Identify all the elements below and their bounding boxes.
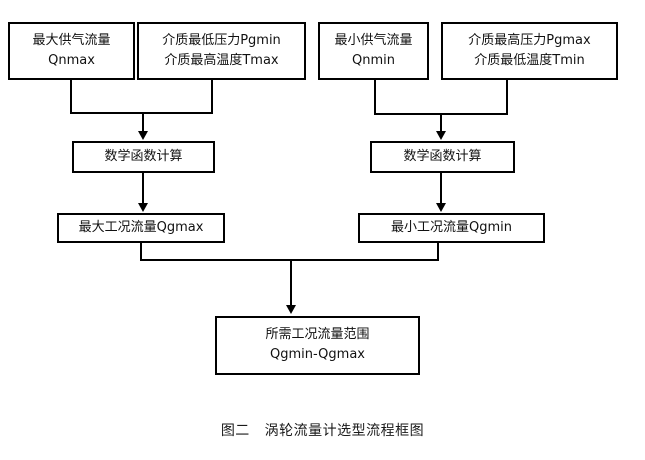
node-math-calc-right: 数学函数计算	[370, 141, 515, 173]
connector-left-merge-stem	[142, 112, 144, 133]
node-min-working-flow-line1: 最小工况流量Qgmin	[391, 219, 512, 235]
node-max-pressure-min-temp: 介质最高压力Pgmax 介质最低温度Tmin	[441, 22, 618, 80]
node-math-calc-left-line1: 数学函数计算	[104, 148, 183, 164]
connector-left-merge-bar	[70, 112, 213, 114]
node-max-pressure-min-temp-line2: 介质最低温度Tmin	[474, 52, 585, 68]
arrowhead-to-max-working-flow	[138, 203, 148, 212]
arrowhead-to-math-calc-right	[436, 131, 446, 140]
node-math-calc-right-line1: 数学函数计算	[403, 148, 482, 164]
node-min-pressure-max-temp-line1: 介质最低压力Pgmin	[162, 32, 281, 48]
node-min-supply-flow-line2: Qnmin	[352, 52, 395, 68]
node-min-pressure-max-temp: 介质最低压力Pgmin 介质最高温度Tmax	[137, 22, 306, 80]
node-max-supply-flow: 最大供气流量 Qnmax	[8, 22, 135, 80]
connector-bottom-branch-left	[140, 243, 142, 261]
node-max-supply-flow-line2: Qnmax	[48, 52, 95, 68]
node-required-flow-range: 所需工况流量范围 Qgmin-Qgmax	[215, 316, 420, 375]
node-max-working-flow: 最大工况流量Qgmax	[57, 213, 225, 243]
node-max-supply-flow-line1: 最大供气流量	[32, 32, 111, 48]
connector-bottom-merge-stem	[290, 259, 292, 307]
connector-right-branch-a	[374, 80, 376, 115]
node-required-flow-range-line1: 所需工况流量范围	[265, 327, 370, 343]
node-required-flow-range-line2: Qgmin-Qgmax	[270, 347, 365, 362]
node-max-working-flow-line1: 最大工况流量Qgmax	[78, 219, 204, 235]
node-max-pressure-min-temp-line1: 介质最高压力Pgmax	[468, 32, 591, 48]
connector-math-right-to-flow	[440, 173, 442, 204]
node-math-calc-left: 数学函数计算	[72, 141, 215, 173]
arrowhead-to-min-working-flow	[436, 203, 446, 212]
node-min-working-flow: 最小工况流量Qgmin	[358, 213, 545, 243]
figure-caption: 图二 涡轮流量计选型流程框图	[220, 423, 425, 439]
connector-left-branch-b	[211, 80, 213, 114]
connector-right-merge-stem	[440, 113, 442, 133]
arrowhead-to-required-flow-range	[286, 305, 296, 314]
connector-bottom-merge-bar	[140, 259, 439, 261]
arrowhead-to-math-calc-left	[138, 131, 148, 140]
connector-left-branch-a	[70, 80, 72, 114]
connector-math-left-to-flow	[142, 173, 144, 204]
node-min-pressure-max-temp-line2: 介质最高温度Tmax	[164, 52, 279, 68]
node-min-supply-flow: 最小供气流量 Qnmin	[318, 22, 429, 80]
node-min-supply-flow-line1: 最小供气流量	[334, 32, 413, 48]
connector-bottom-branch-right	[437, 243, 439, 261]
connector-right-branch-b	[506, 80, 508, 115]
